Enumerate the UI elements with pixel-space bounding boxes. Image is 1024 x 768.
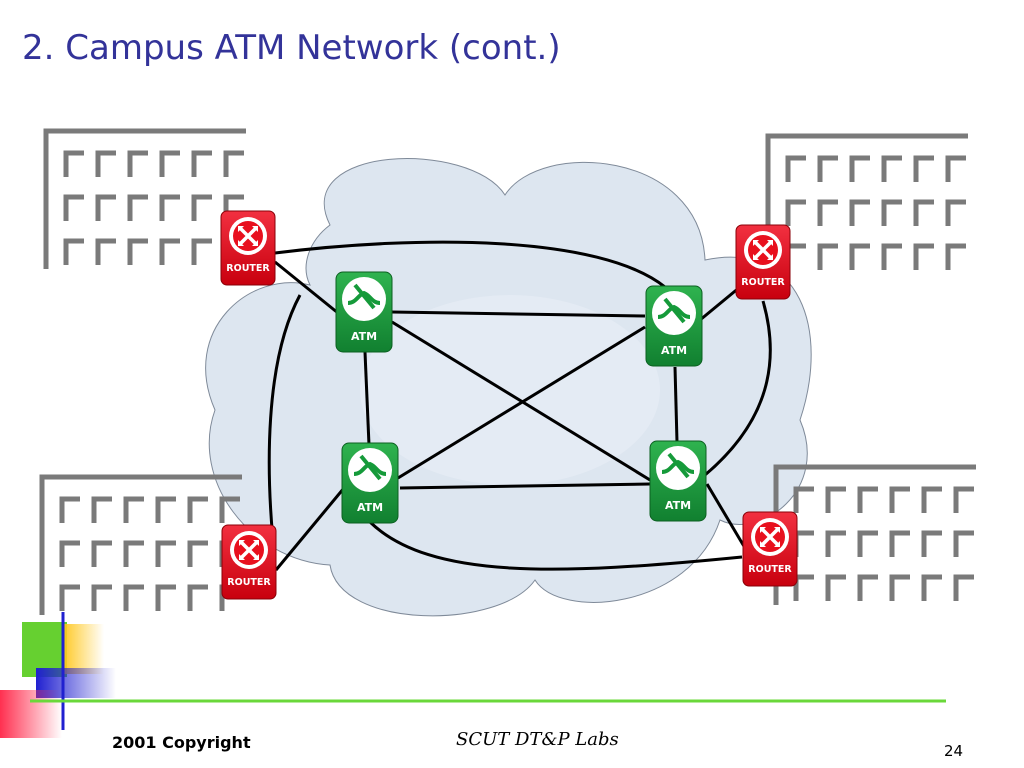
link-atm-tl-atm-bl xyxy=(363,351,371,446)
link-atm-tl-atm-tr xyxy=(391,310,646,318)
router-label: ROUTER xyxy=(748,564,792,575)
link-atm-bl-router-bl xyxy=(274,487,346,571)
router-label: ROUTER xyxy=(227,577,271,588)
link-atm-bl-router-br xyxy=(368,520,743,571)
atm-label: ATM xyxy=(665,499,691,512)
link-atm-tr-router-tr xyxy=(699,285,741,322)
atm-switch-icon: ATM xyxy=(649,440,707,522)
router-icon: ROUTER xyxy=(221,524,277,600)
link-router-tl-atm-tr xyxy=(274,240,666,289)
link-atm-tl-atm-br xyxy=(391,320,651,482)
link-router-tl-atm-tl xyxy=(274,260,339,315)
building-icon xyxy=(43,128,246,269)
router-icon: ROUTER xyxy=(220,210,276,286)
link-router-tr-atm-br xyxy=(704,300,772,477)
atm-switch-icon: ATM xyxy=(645,285,703,367)
atm-switch-icon: ATM xyxy=(335,271,393,353)
building-icon xyxy=(39,474,242,615)
atm-switch-icon: ATM xyxy=(341,442,399,524)
router-label: ROUTER xyxy=(741,277,785,288)
link-atm-tr-atm-br xyxy=(673,366,679,443)
atm-label: ATM xyxy=(357,501,383,514)
corner-decoration xyxy=(0,612,116,738)
footer-copyright: 2001 Copyright xyxy=(112,733,251,752)
router-icon: ROUTER xyxy=(742,511,798,587)
slide-title: 2. Campus ATM Network (cont.) xyxy=(22,28,561,68)
link-atm-bl-atm-br xyxy=(399,482,651,490)
footer-lab-name: SCUT DT&P Labs xyxy=(456,729,619,750)
router-icon: ROUTER xyxy=(735,224,791,300)
page-number: 24 xyxy=(944,742,964,760)
atm-label: ATM xyxy=(661,344,687,357)
link-atm-tr-atm-bl xyxy=(397,325,646,480)
router-label: ROUTER xyxy=(226,263,270,274)
link-atm-br-router-br xyxy=(705,483,747,549)
atm-label: ATM xyxy=(351,330,377,343)
building-icon xyxy=(765,133,968,274)
building-icon xyxy=(773,464,976,605)
